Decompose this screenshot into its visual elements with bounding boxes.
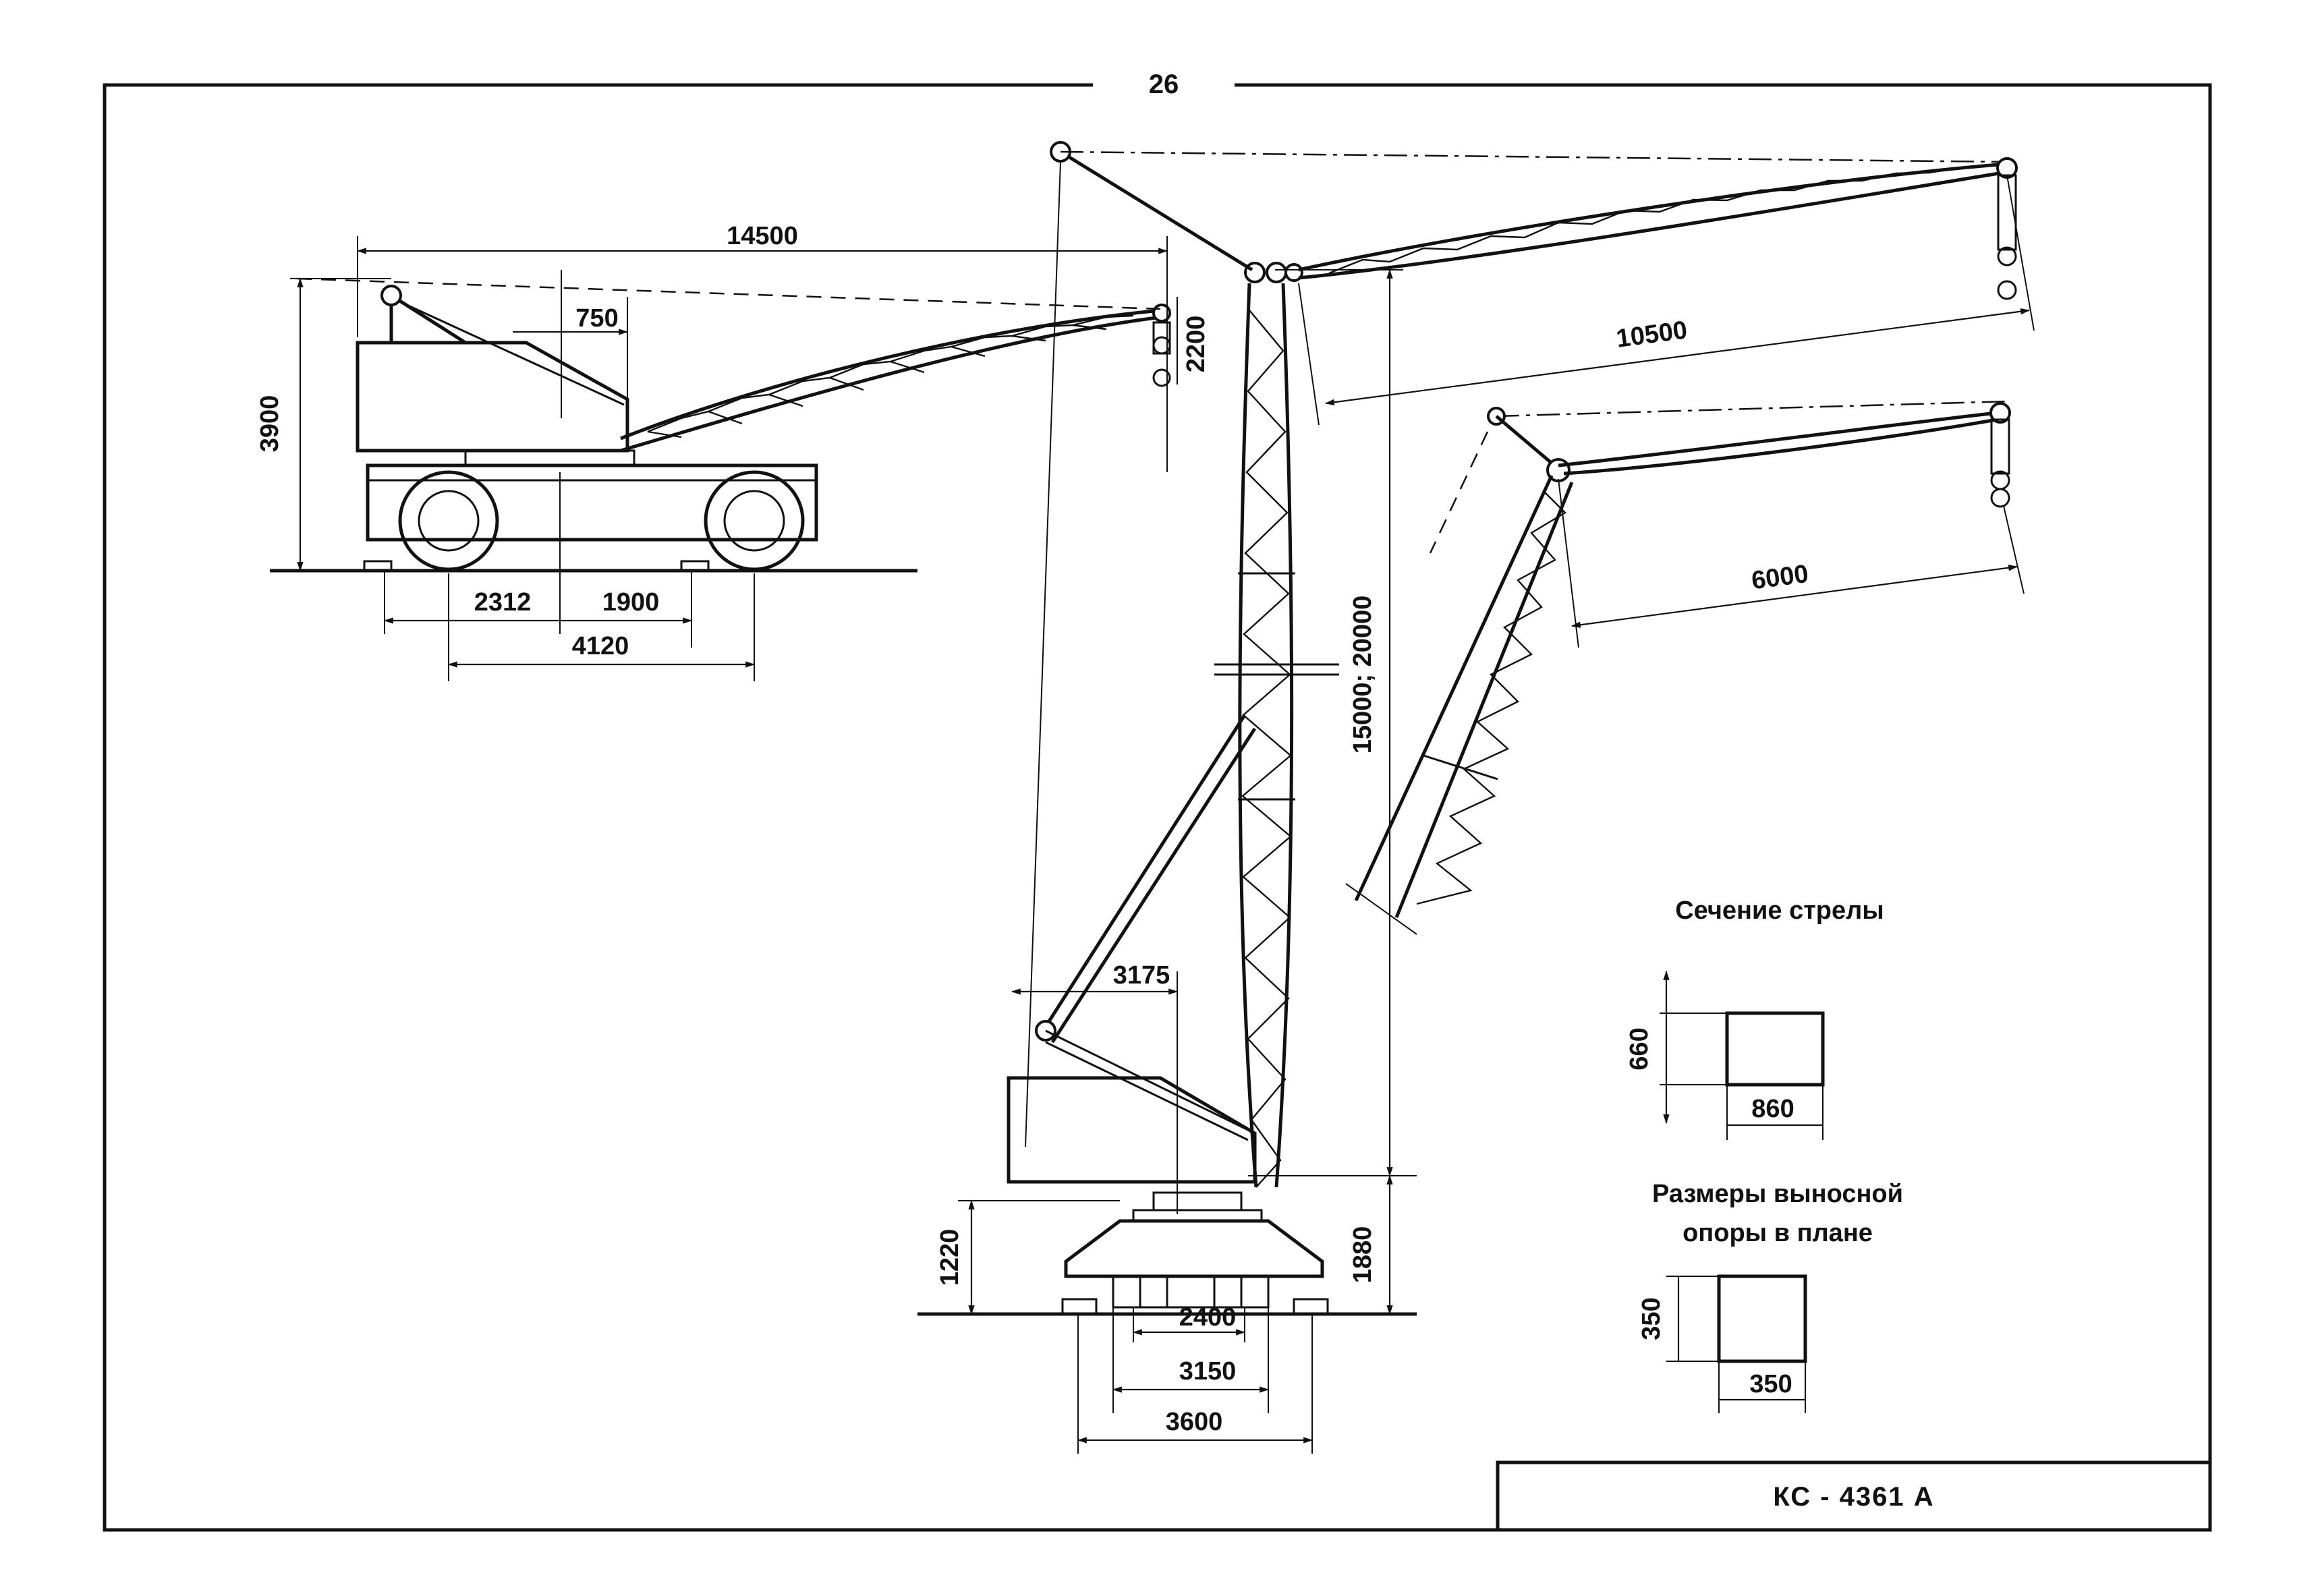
boom-section: Сечение стрелы 660 860 (1625, 896, 1884, 1140)
dim-2200: 2200 (1182, 316, 1210, 373)
dim-3900: 3900 (256, 395, 284, 453)
dim-3150: 3150 (1179, 1357, 1237, 1386)
dim-14500: 14500 (727, 222, 798, 250)
page-number: 26 (1149, 69, 1179, 99)
dim-1880: 1880 (1349, 1226, 1377, 1284)
dim-10500: 10500 (1614, 316, 1689, 353)
working-view: 10500 6000 15000; 20000 1880 31 (917, 141, 2035, 1454)
dim-350-height: 350 (1637, 1297, 1666, 1340)
dim-750: 750 (575, 304, 618, 333)
title-block: КС - 4361 А (1496, 1460, 2212, 1532)
dim-6000: 6000 (1750, 560, 1810, 596)
model-designation: КС - 4361 А (1773, 1482, 1934, 1512)
dim-3600: 3600 (1166, 1408, 1223, 1436)
dim-1900: 1900 (602, 588, 660, 617)
dim-3175: 3175 (1113, 961, 1170, 990)
outrigger-heading-2: опоры в плане (1683, 1219, 1873, 1247)
drawing-frame (103, 83, 2212, 1532)
dim-2400: 2400 (1179, 1303, 1237, 1332)
dim-2312: 2312 (474, 588, 532, 617)
boom-section-heading: Сечение стрелы (1675, 896, 1884, 925)
dim-15000-20000: 15000; 20000 (1349, 596, 1377, 754)
transport-view: 14500 3900 750 2200 2312 1900 4120 (256, 222, 1210, 681)
dim-660: 660 (1625, 1027, 1653, 1070)
dim-350-width: 350 (1749, 1370, 1792, 1398)
outrigger-heading-1: Размеры выносной (1652, 1180, 1903, 1208)
outrigger-pad: Размеры выносной опоры в плане 350 350 (1637, 1180, 1903, 1413)
dim-860: 860 (1751, 1095, 1794, 1123)
dim-1220: 1220 (936, 1229, 964, 1286)
dim-4120: 4120 (572, 632, 629, 660)
